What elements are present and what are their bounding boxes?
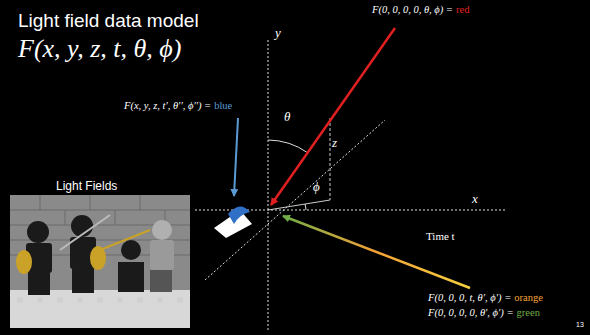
red-ray <box>271 28 395 205</box>
projection-line <box>268 200 330 210</box>
axis-label: Time t <box>426 230 455 243</box>
color-word: orange <box>514 292 543 304</box>
slide-title: Light field data model <box>18 10 199 32</box>
formula-label: F(0, 0, 0, 0, θ, ϕ) = <box>372 4 453 16</box>
z-axis <box>205 120 385 280</box>
angle-label: θ <box>284 110 290 125</box>
phi-arc <box>305 204 306 210</box>
formula-label: F(0, 0, 0, t, θ′, ϕ′) = <box>428 292 511 304</box>
leader-line <box>234 118 238 196</box>
projection-line <box>330 118 331 200</box>
eye-icon <box>214 206 252 238</box>
axis-label: x <box>472 192 478 207</box>
angle-label: ϕ <box>313 180 320 195</box>
axis-label: y <box>275 26 281 41</box>
y-axis <box>268 40 269 332</box>
theta-arc <box>268 140 308 153</box>
formula-label: F(x, y, z, t′, θ′′, ϕ′′) = <box>124 100 211 112</box>
formula-label: F(0, 0, 0, 0, θ′, ϕ′) = <box>428 307 514 319</box>
color-word: red <box>456 4 469 16</box>
color-word: blue <box>214 100 232 112</box>
lego-photo <box>10 195 190 328</box>
photo-caption: Light Fields <box>56 180 117 194</box>
page-number: 13 <box>576 321 584 329</box>
axis-label: z <box>332 136 337 151</box>
formula: F(x, y, z, t, θ, ϕ) <box>18 34 181 64</box>
color-word: green <box>517 307 540 319</box>
orange-green-ray <box>283 216 470 288</box>
